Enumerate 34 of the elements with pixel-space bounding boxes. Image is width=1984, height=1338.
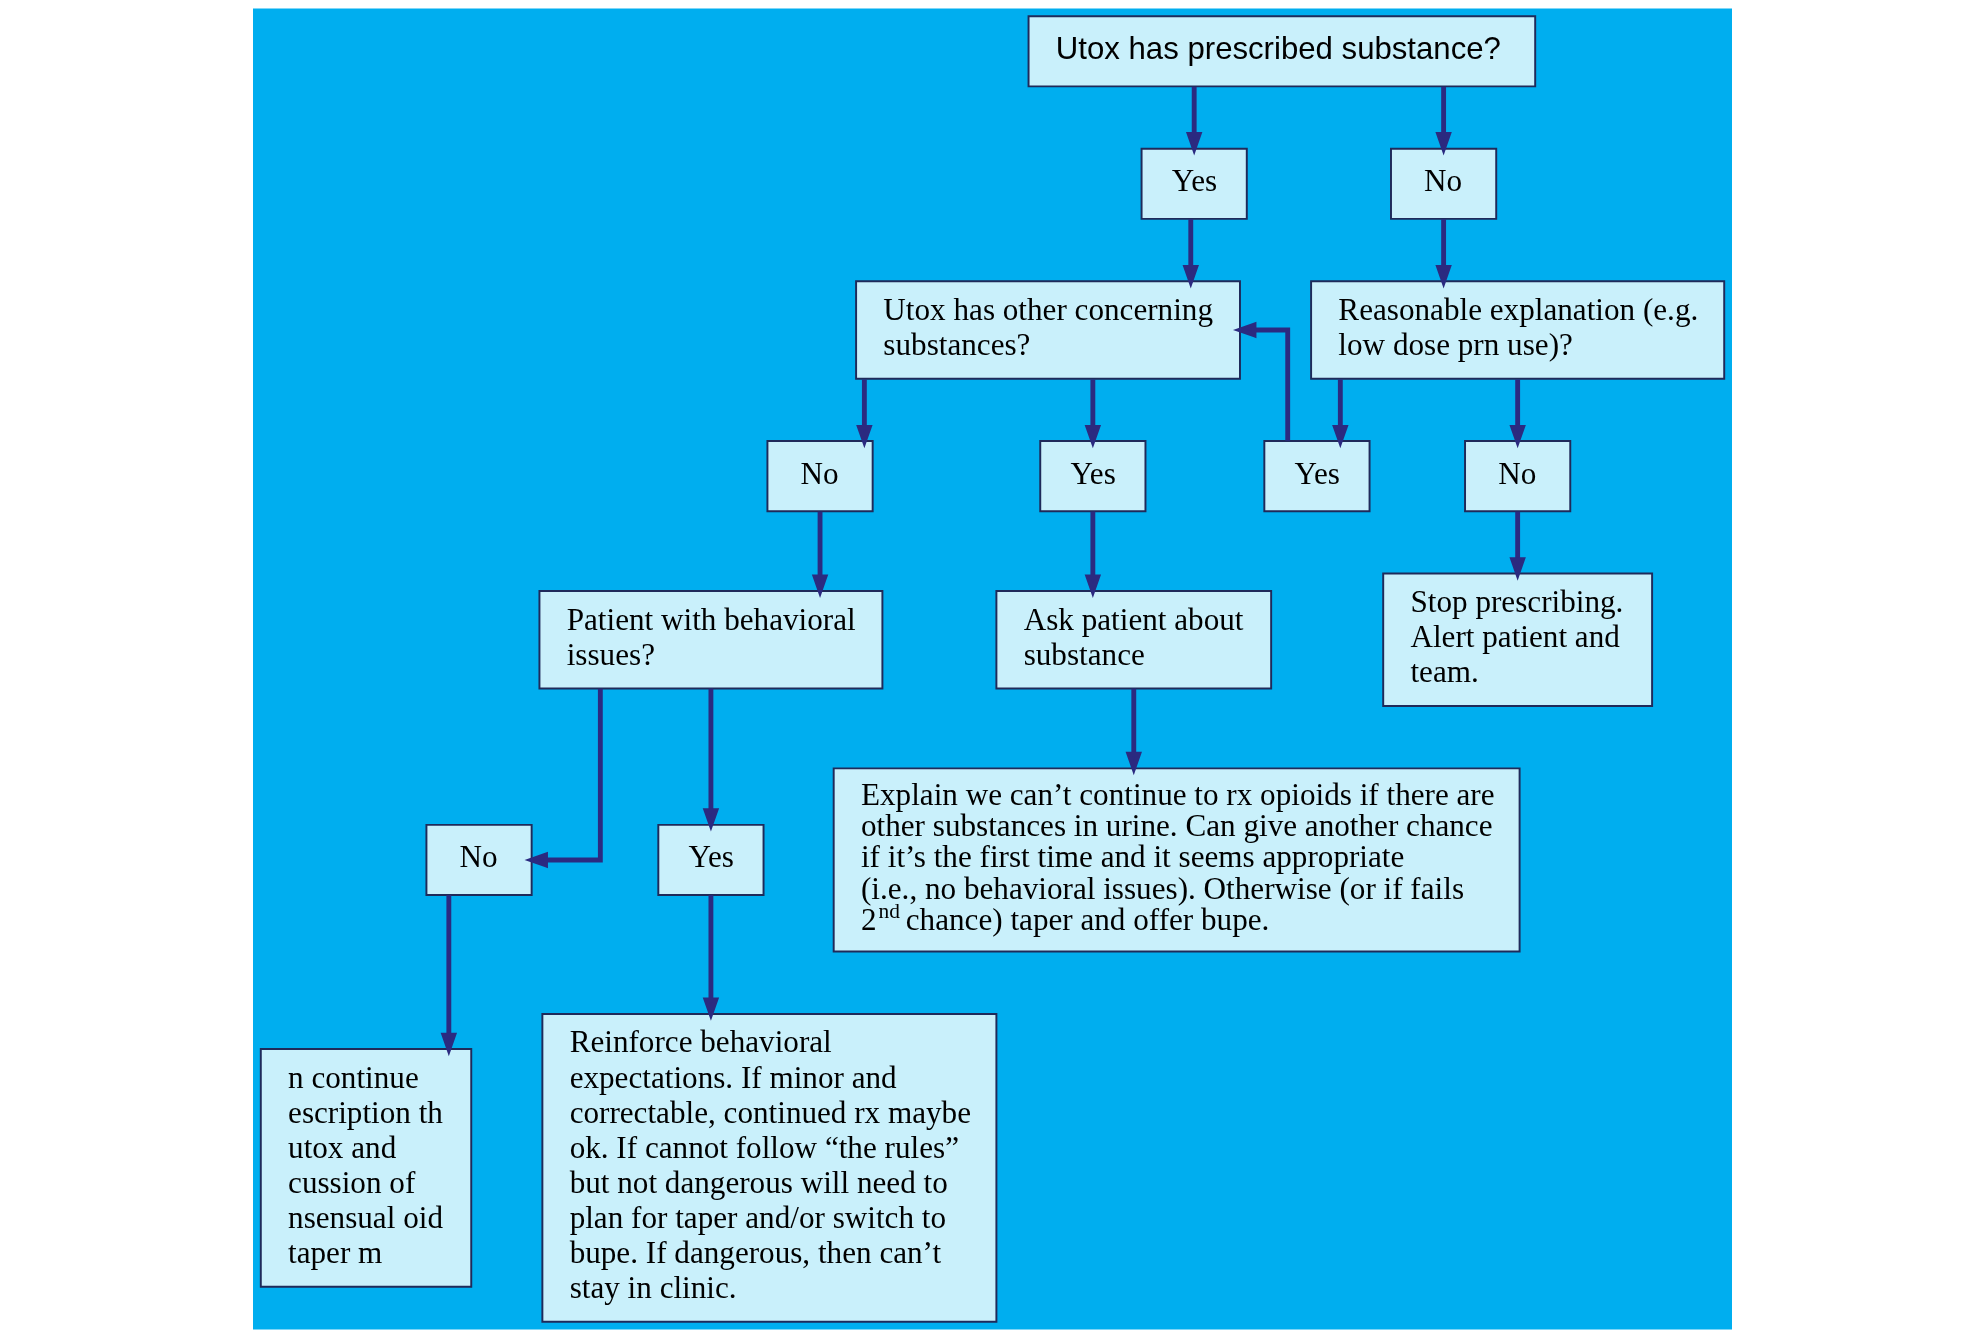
arrow — [811, 511, 828, 599]
arrow — [702, 688, 719, 832]
node-box: Yes — [1262, 440, 1371, 513]
arrow — [1434, 86, 1452, 156]
arrow — [440, 895, 457, 1057]
node-box: Stop prescribing. Alert patient and team. — [1381, 572, 1653, 707]
node-box: Yes — [656, 823, 764, 896]
node-box: Ask patient about substance — [994, 590, 1272, 690]
arrow — [1084, 379, 1101, 449]
node-box: Yes — [1140, 147, 1248, 220]
arrow — [1434, 219, 1452, 289]
arrow — [1185, 86, 1202, 156]
arrow — [1508, 379, 1526, 449]
node-box: n continue escription th utox and cussion of nsensual oid taper m — [259, 1048, 472, 1288]
node-box: No — [1463, 440, 1571, 513]
arrow — [855, 379, 873, 449]
arrow — [1232, 321, 1290, 441]
arrow — [1508, 511, 1526, 581]
node-box: Patient with behavioral issues? — [537, 590, 883, 690]
node-box: Utox has prescribed substance? — [1027, 15, 1536, 88]
arrow — [1182, 219, 1199, 289]
node-box: No — [424, 823, 533, 896]
node-box: Reinforce behavioral expectations. If minor and correctable, continued rx maybe ok. If cannot follow “the rules” but not dangerous will need to plan for taper and/or switch to bupe. If dangerous, then can’t stay in clinic. — [540, 1012, 997, 1323]
arrow — [524, 688, 603, 869]
node-box: No — [765, 440, 874, 513]
node-box: Reasonable explanation (e.g. low dose prn use)? — [1309, 280, 1725, 380]
node-box: Explain we can’t continue to rx opioids if there are other substances in urine. Can give another chance if it’s the first time and it seems appropriate (i.e., no behavioral issues). Otherwise (or if fails 2$^{nd}$ chance) taper and offer bupe. — [832, 767, 1521, 953]
node-box: Yes — [1038, 440, 1146, 513]
arrow — [1125, 688, 1142, 776]
node-box: No — [1389, 147, 1497, 220]
arrow — [1331, 379, 1349, 449]
node-box: Utox has other concerning substances? — [854, 280, 1241, 380]
arrow — [1084, 511, 1101, 599]
arrow — [702, 895, 719, 1021]
